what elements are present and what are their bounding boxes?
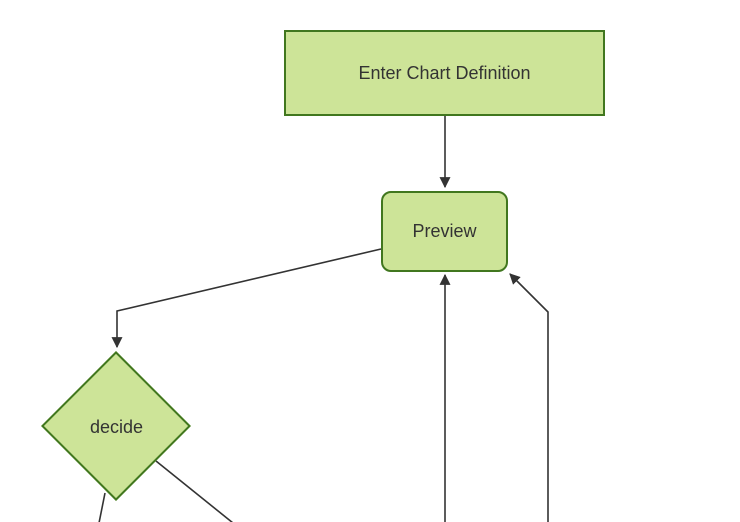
node-enter-chart-definition: Enter Chart Definition [284,30,605,116]
node-preview-label: Preview [412,221,477,241]
edge-decide-to-offscreen-left [98,492,106,522]
node-decide-label: decide [46,414,187,440]
node-preview: Preview [381,191,508,272]
edge-bottomright-to-preview [509,273,549,522]
edge-preview-to-decide [111,248,382,349]
node-decide-label-text: decide [89,416,144,437]
edge-decide-to-offscreen-right [155,460,234,522]
node-enter-chart-definition-label: Enter Chart Definition [358,62,531,83]
